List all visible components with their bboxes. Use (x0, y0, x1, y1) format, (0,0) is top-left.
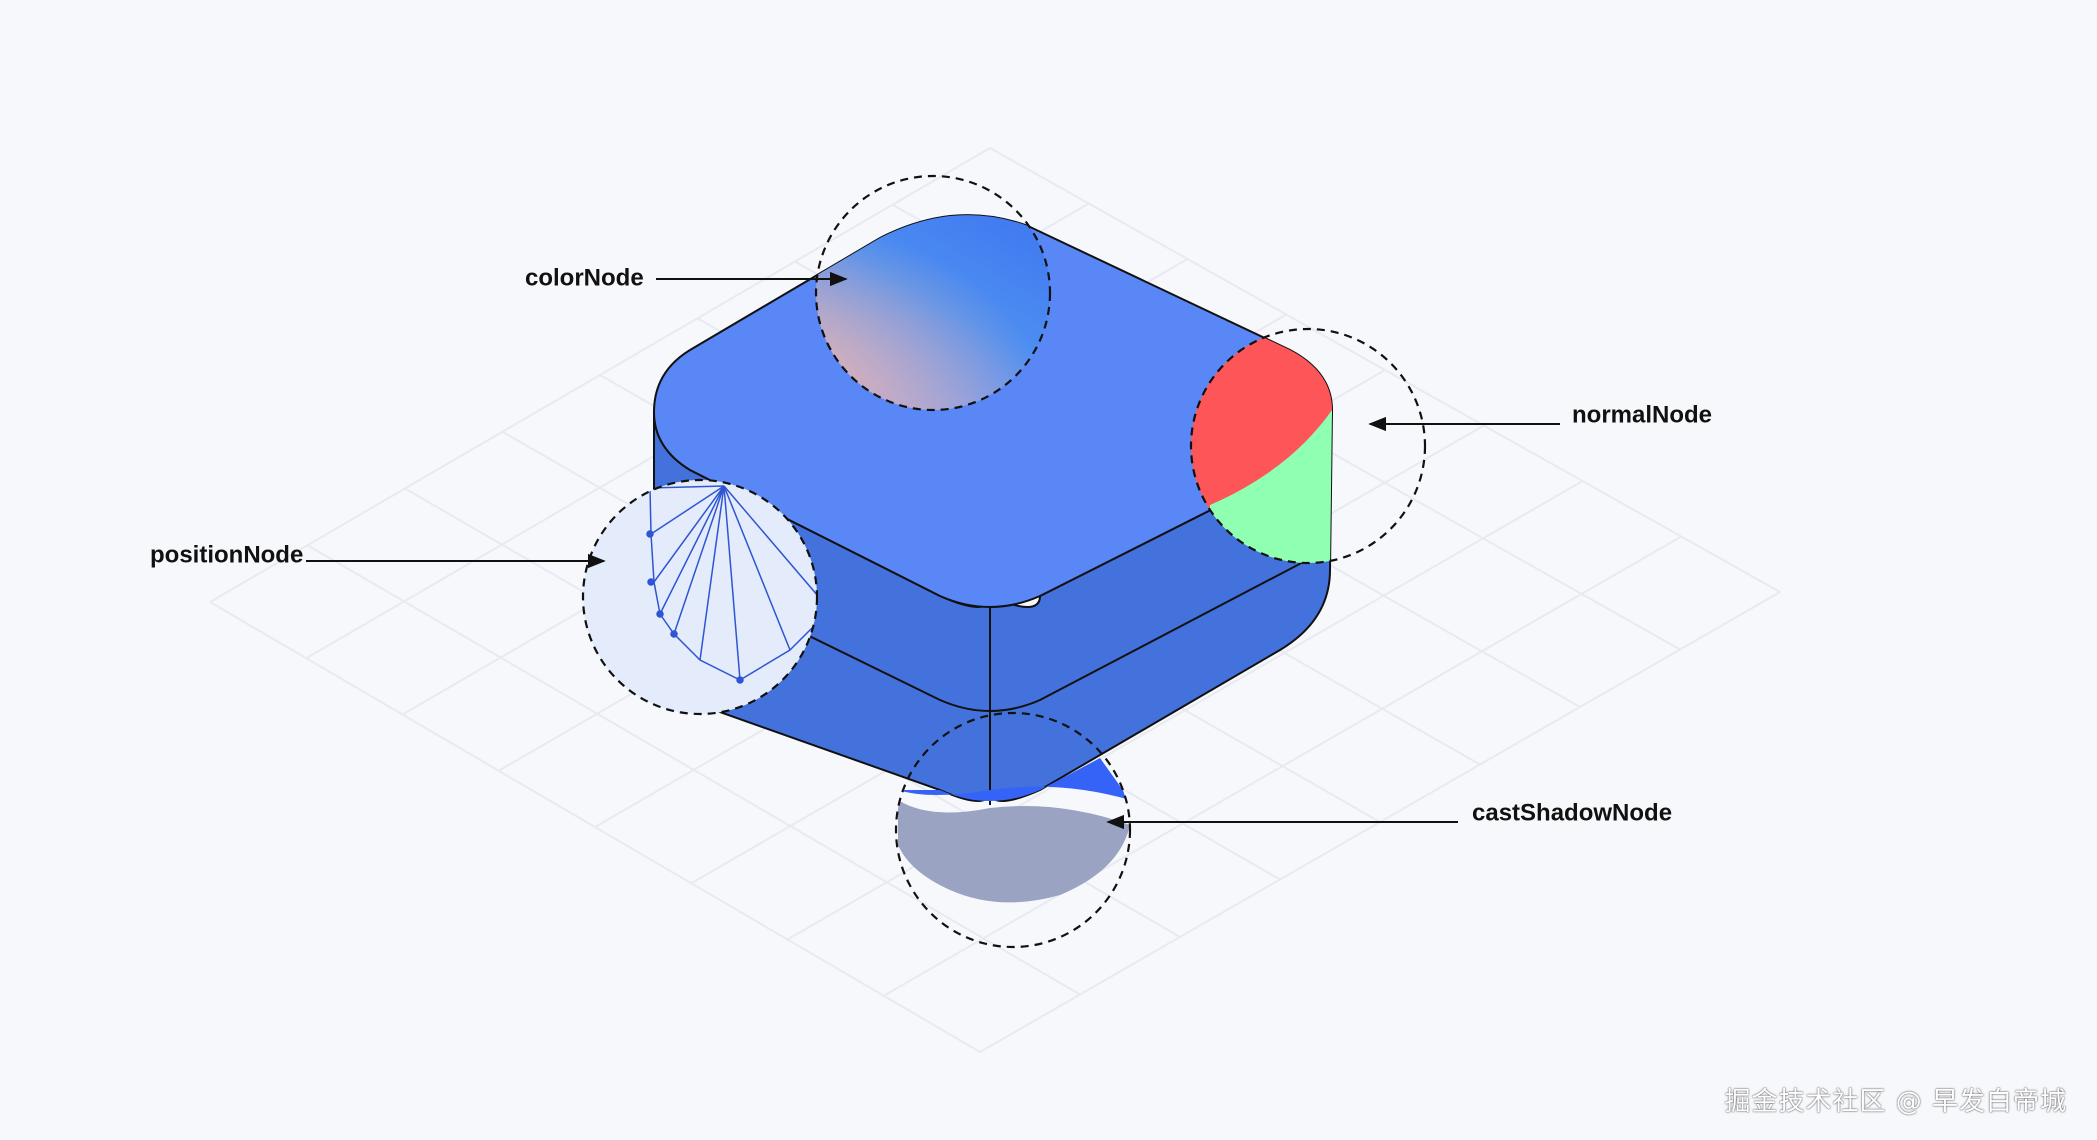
cast-shadow-node-label: castShadowNode (1472, 799, 1672, 826)
normal-node-circle (1189, 327, 1427, 565)
shadow-overlap (898, 758, 1130, 801)
watermark: 掘金技术社区 @ 早发白帝城 (1724, 1087, 2067, 1117)
color-node-circle (814, 174, 1052, 412)
cast-shadow (898, 800, 1130, 903)
normal-node-label: normalNode (1572, 401, 1712, 428)
position-node-label: positionNode (150, 541, 303, 568)
cast-shadow-node-circle (894, 711, 1132, 949)
normal-node-region (1191, 329, 1332, 563)
position-node-circle (581, 478, 819, 716)
position-node-region (583, 480, 817, 714)
color-node-label: colorNode (525, 264, 644, 291)
